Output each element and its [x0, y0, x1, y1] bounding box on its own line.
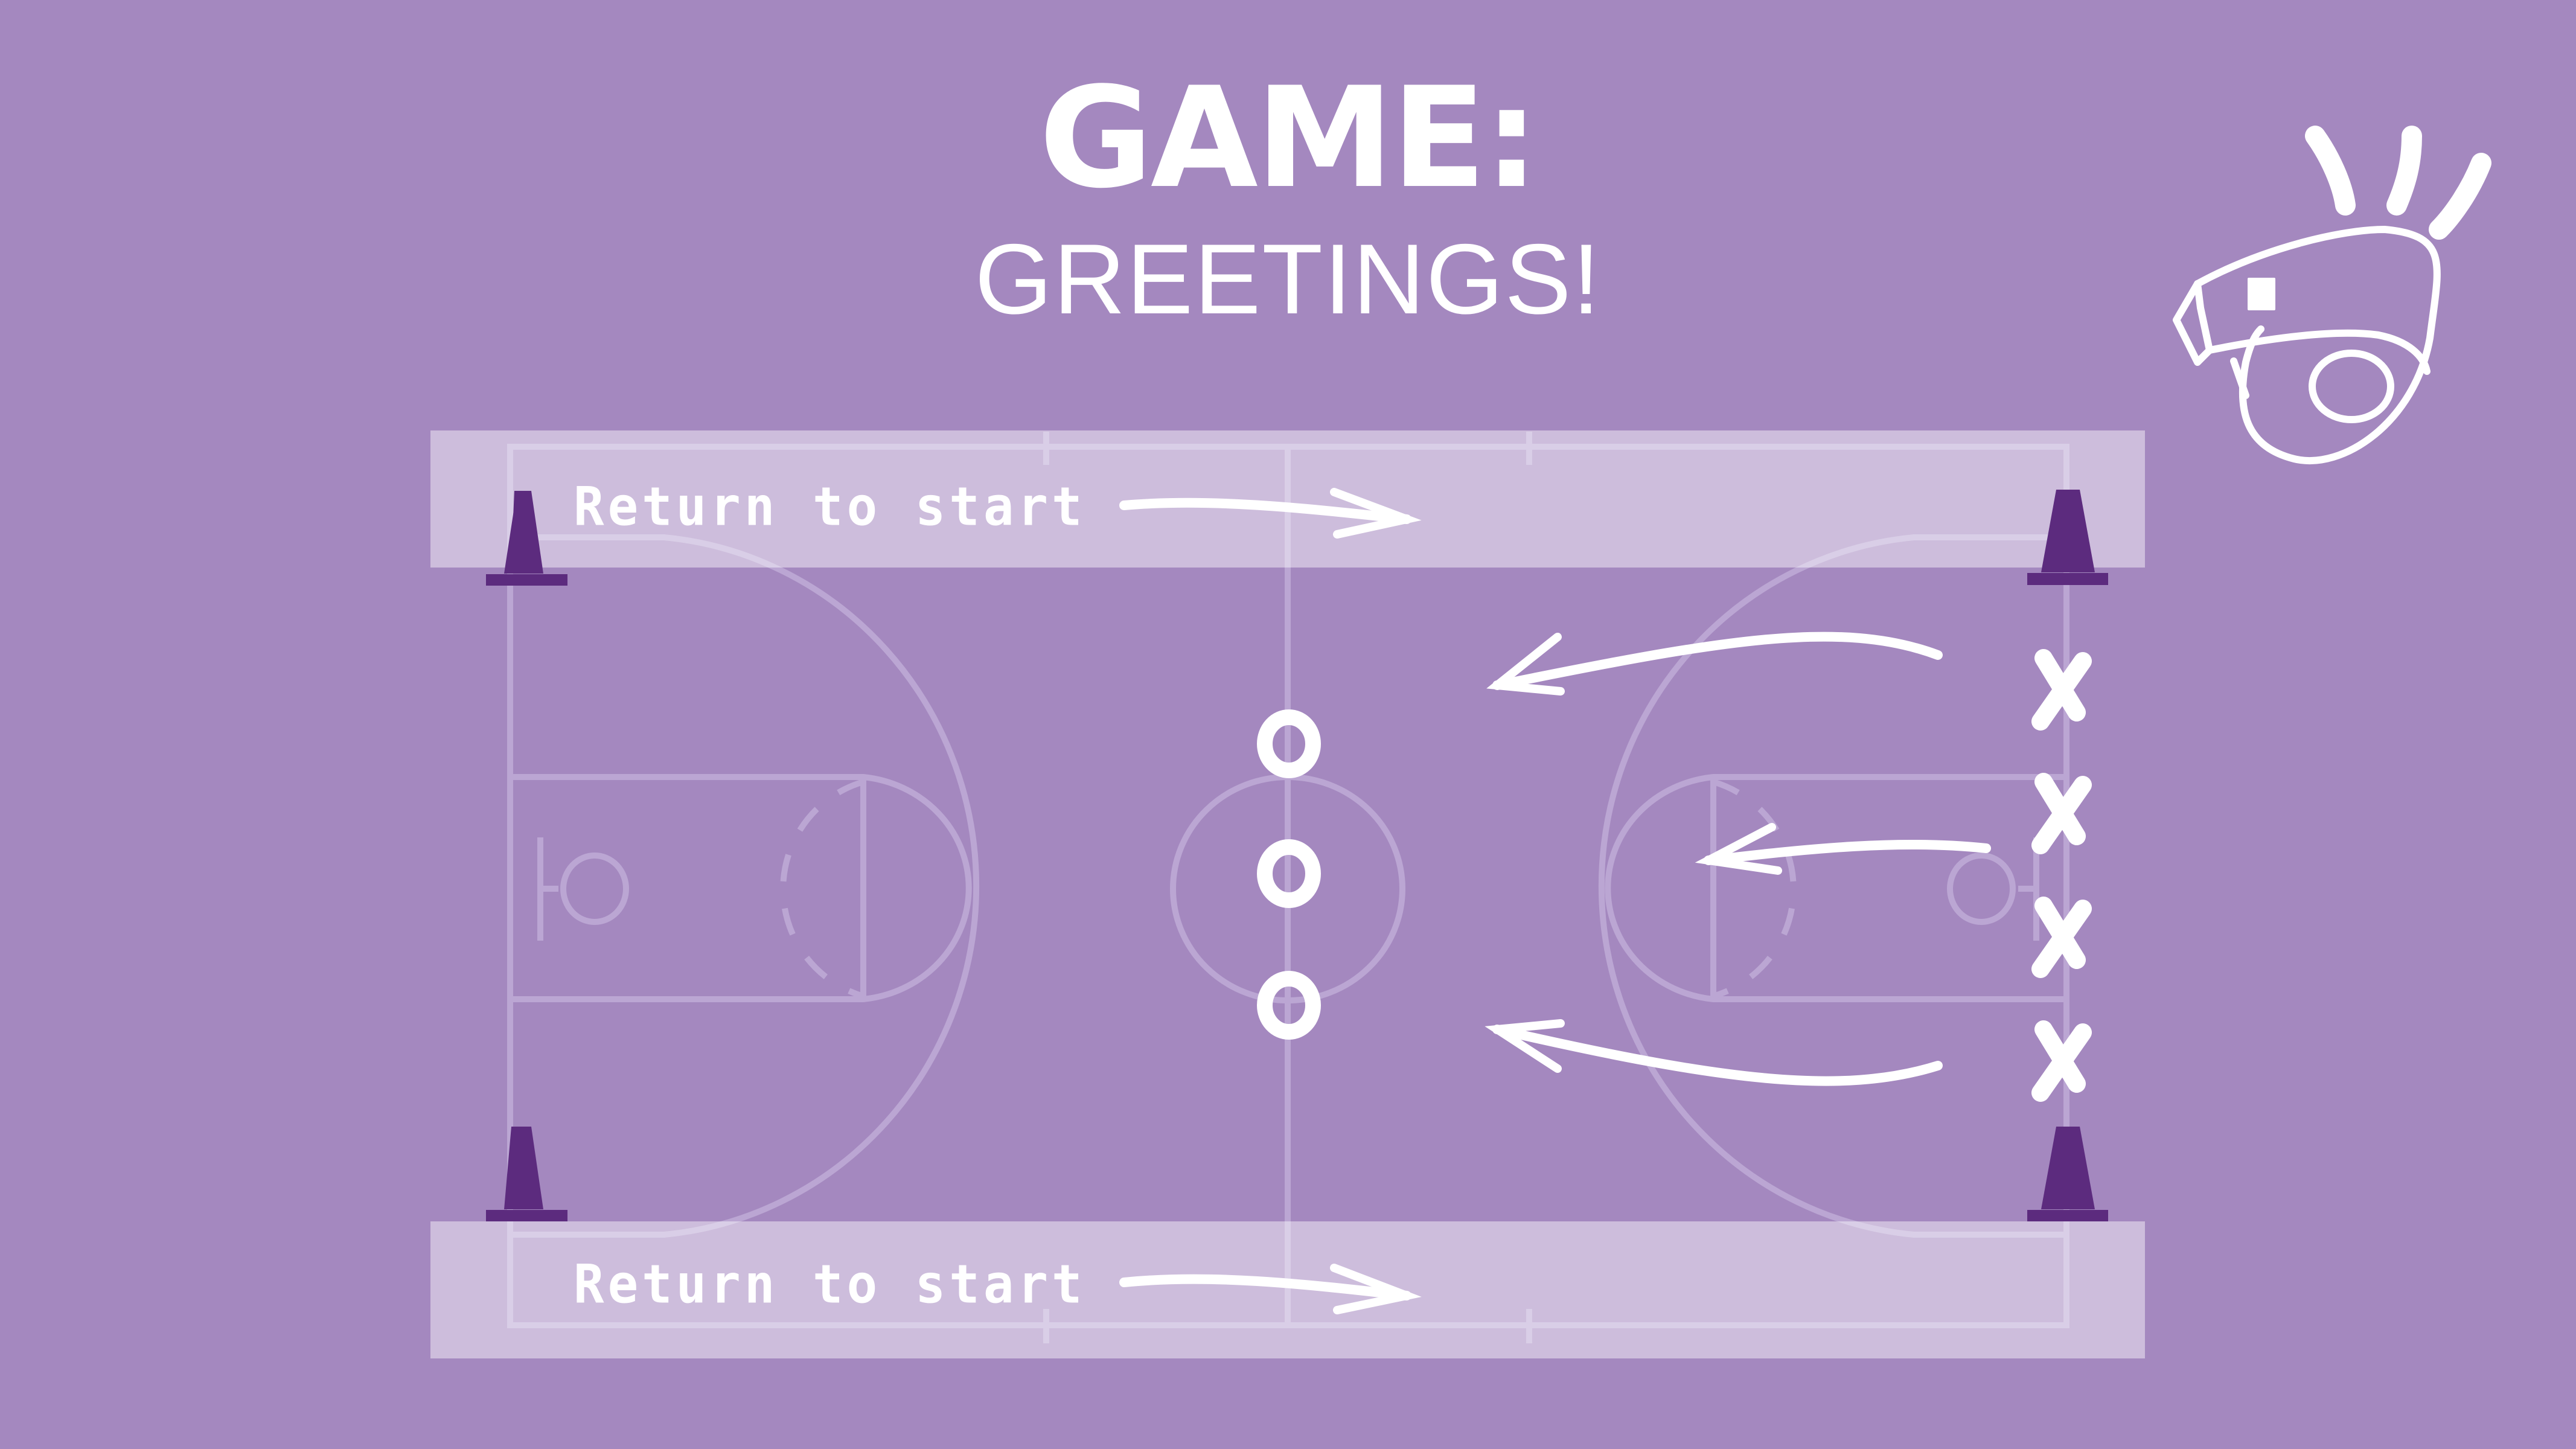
o-player-2 — [1257, 839, 1321, 908]
bottom-return-label: Return to start — [574, 1253, 1086, 1316]
top-return-band — [430, 430, 2145, 568]
cone-icon — [486, 1127, 567, 1221]
o-player-3 — [1257, 971, 1321, 1040]
bottom-return-band — [430, 1221, 2145, 1358]
basketball-court — [507, 432, 2069, 1343]
x-player-2 — [2031, 773, 2092, 854]
cone-icon — [2027, 490, 2108, 585]
x-player-4 — [2031, 1020, 2092, 1102]
game-title: GAME: — [1039, 58, 1539, 219]
whistle-icon — [2173, 126, 2491, 465]
cone-icon — [486, 491, 567, 586]
arrow-icon — [1119, 488, 1422, 539]
x-player-1 — [2031, 649, 2092, 731]
top-return-label: Return to start — [574, 475, 1086, 538]
arrow-icon — [1119, 1264, 1422, 1314]
cone-icon — [2027, 1127, 2108, 1221]
game-subtitle: GREETINGS! — [974, 223, 1602, 334]
arrow-icon — [1486, 632, 1943, 696]
x-player-3 — [2031, 897, 2092, 978]
arrow-icon — [1485, 1019, 1943, 1086]
arrow-icon — [1695, 823, 1991, 875]
o-player-1 — [1257, 709, 1321, 778]
